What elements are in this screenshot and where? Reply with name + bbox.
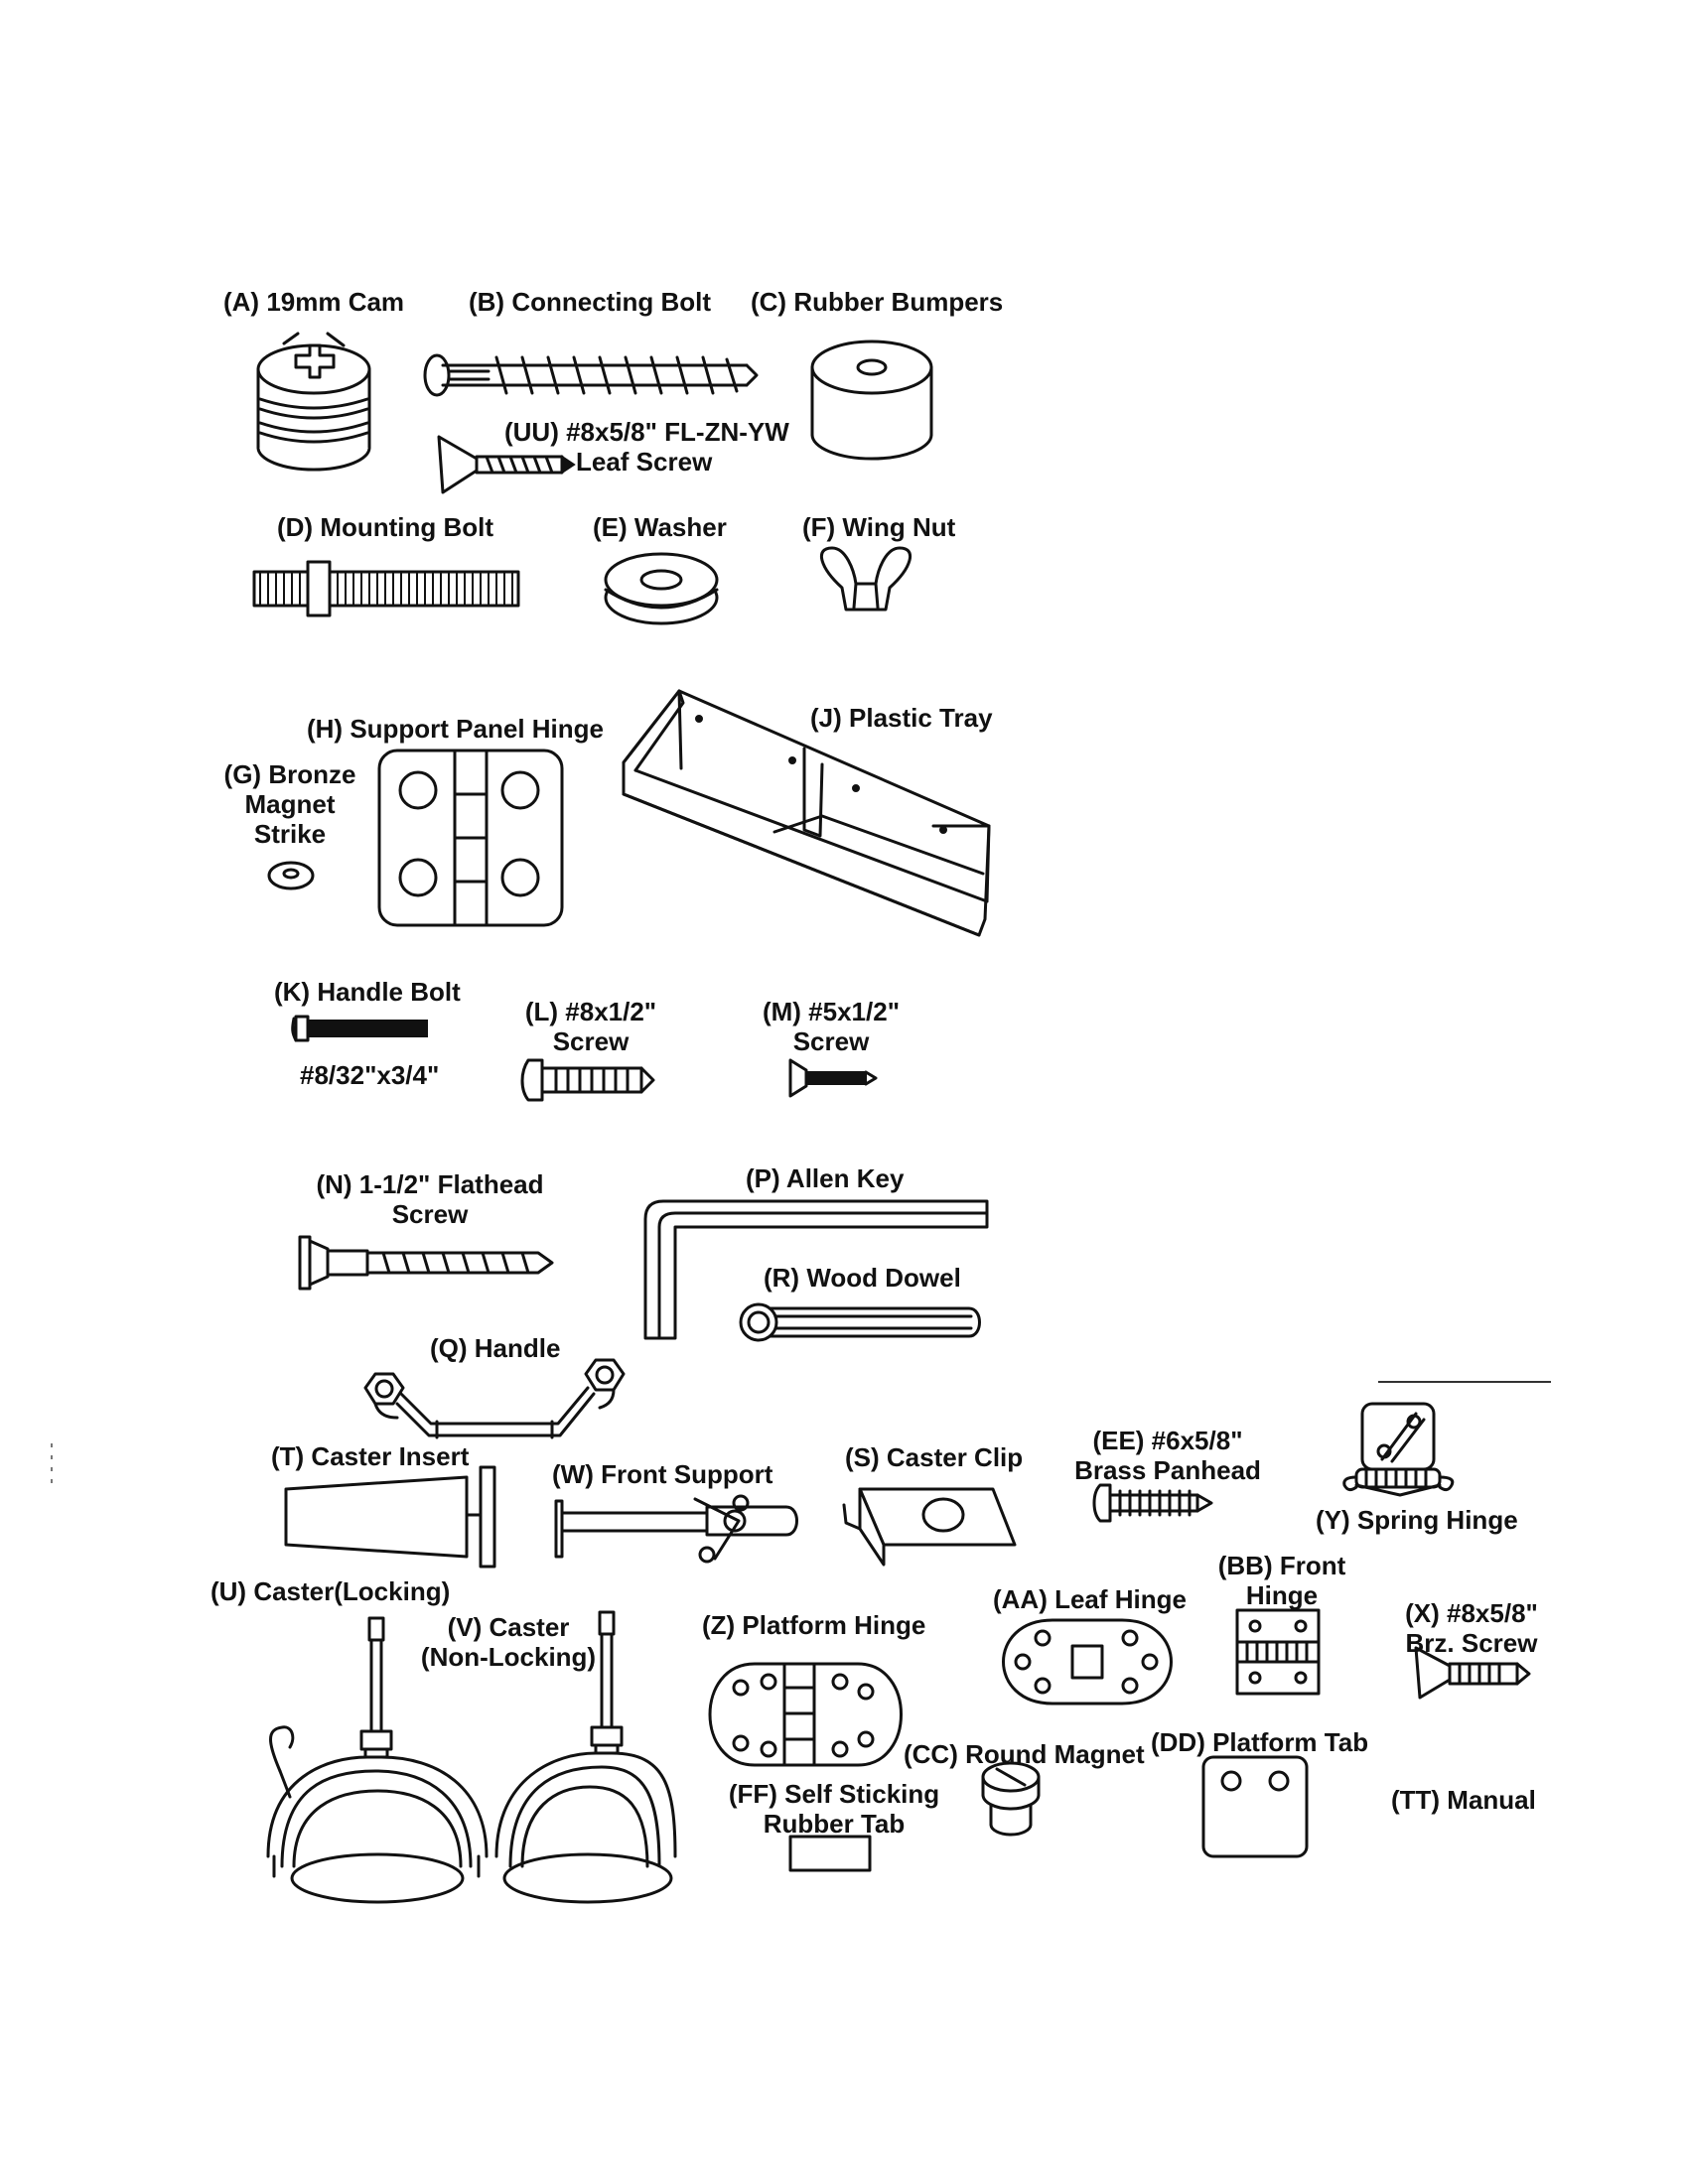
caster-insert-drawing <box>284 1465 496 1569</box>
screw-l-drawing <box>520 1058 655 1102</box>
label-z-platform-hinge: (Z) Platform Hinge <box>702 1610 926 1640</box>
cam-19mm-drawing <box>256 332 371 472</box>
bronze-magnet-strike-drawing <box>267 861 315 890</box>
flathead-screw-n-drawing <box>298 1235 554 1291</box>
connecting-bolt-drawing <box>423 353 759 397</box>
label-k-handle-bolt: (K) Handle Bolt <box>274 977 461 1007</box>
platform-hinge-drawing <box>708 1662 903 1767</box>
washer-drawing <box>604 552 719 625</box>
handle-q-drawing <box>363 1358 626 1439</box>
round-magnet-drawing <box>981 1761 1041 1837</box>
label-q-handle: (Q) Handle <box>430 1333 561 1363</box>
label-e-washer: (E) Washer <box>593 512 727 542</box>
front-hinge-drawing <box>1235 1608 1321 1696</box>
label-ee-brass-panhead: (EE) #6x5/8" Brass Panhead <box>1074 1426 1261 1485</box>
label-w-front-support: (W) Front Support <box>552 1459 773 1489</box>
label-d-mounting-bolt: (D) Mounting Bolt <box>277 512 494 542</box>
label-l-screw: (L) #8x1/2" Screw <box>524 997 657 1056</box>
self-sticking-rubber-tab-drawing <box>788 1835 872 1872</box>
plastic-tray-drawing <box>622 689 991 937</box>
label-g-bronze-magnet-strike: (G) Bronze Magnet Strike <box>223 759 356 849</box>
label-uu-leaf-screw: (UU) #8x5/8" FL-ZN-YW Leaf Screw <box>504 417 789 477</box>
label-f-wing-nut: (F) Wing Nut <box>802 512 956 542</box>
caster-locking-drawing <box>266 1616 489 1904</box>
platform-tab-drawing <box>1201 1755 1309 1858</box>
label-n-flathead-screw: (N) 1-1/2" Flathead Screw <box>316 1169 544 1229</box>
mounting-bolt-drawing <box>252 560 520 617</box>
label-cc-round-magnet: (CC) Round Magnet <box>904 1739 1145 1769</box>
label-a-19mm-cam: (A) 19mm Cam <box>223 287 405 317</box>
label-ff-self-sticking-rubber-tab: (FF) Self Sticking Rubber Tab <box>728 1779 940 1839</box>
label-p-allen-key: (P) Allen Key <box>746 1163 905 1193</box>
label-u-caster-locking: (U) Caster(Locking) <box>210 1576 451 1606</box>
spring-hinge-drawing <box>1342 1402 1455 1497</box>
label-b-connecting-bolt: (B) Connecting Bolt <box>469 287 712 317</box>
label-c-rubber-bumpers: (C) Rubber Bumpers <box>751 287 1004 317</box>
screw-m-drawing <box>788 1058 878 1098</box>
label-aa-leaf-hinge: (AA) Leaf Hinge <box>993 1584 1187 1614</box>
caster-clip-drawing <box>842 1487 1017 1567</box>
label-x-brz-screw: (X) #8x5/8" Brz. Screw <box>1405 1598 1538 1658</box>
leaf-hinge-drawing <box>1002 1618 1173 1706</box>
label-j-plastic-tray: (J) Plastic Tray <box>810 703 993 733</box>
label-v-caster-non-locking: (V) Caster (Non-Locking) <box>420 1612 597 1672</box>
label-s-caster-clip: (S) Caster Clip <box>845 1442 1024 1472</box>
label-m-screw: (M) #5x1/2" Screw <box>762 997 901 1056</box>
support-panel-hinge-drawing <box>377 749 564 927</box>
brass-panhead-ee-drawing <box>1092 1483 1213 1523</box>
label-h-support-panel-hinge: (H) Support Panel Hinge <box>307 714 604 744</box>
allen-key-drawing <box>643 1199 989 1340</box>
brz-screw-x-drawing <box>1414 1646 1531 1700</box>
leaf-screw-uu-drawing <box>437 435 576 494</box>
wood-dowel-drawing <box>739 1302 981 1342</box>
caster-non-locking-drawing <box>494 1610 677 1904</box>
wing-nut-drawing <box>820 546 912 612</box>
label-r-wood-dowel: (R) Wood Dowel <box>764 1263 961 1293</box>
label-dd-platform-tab: (DD) Platform Tab <box>1151 1727 1369 1757</box>
front-support-drawing <box>554 1494 798 1564</box>
handle-bolt-drawing <box>291 1015 428 1042</box>
label-tt-manual: (TT) Manual <box>1391 1785 1536 1815</box>
label-y-spring-hinge: (Y) Spring Hinge <box>1316 1505 1518 1535</box>
rubber-bumper-drawing <box>810 340 933 461</box>
label-bb-front-hinge: (BB) Front Hinge <box>1217 1551 1346 1610</box>
label-k-size: #8/32"x3/4" <box>300 1060 440 1090</box>
label-t-caster-insert: (T) Caster Insert <box>271 1441 470 1471</box>
